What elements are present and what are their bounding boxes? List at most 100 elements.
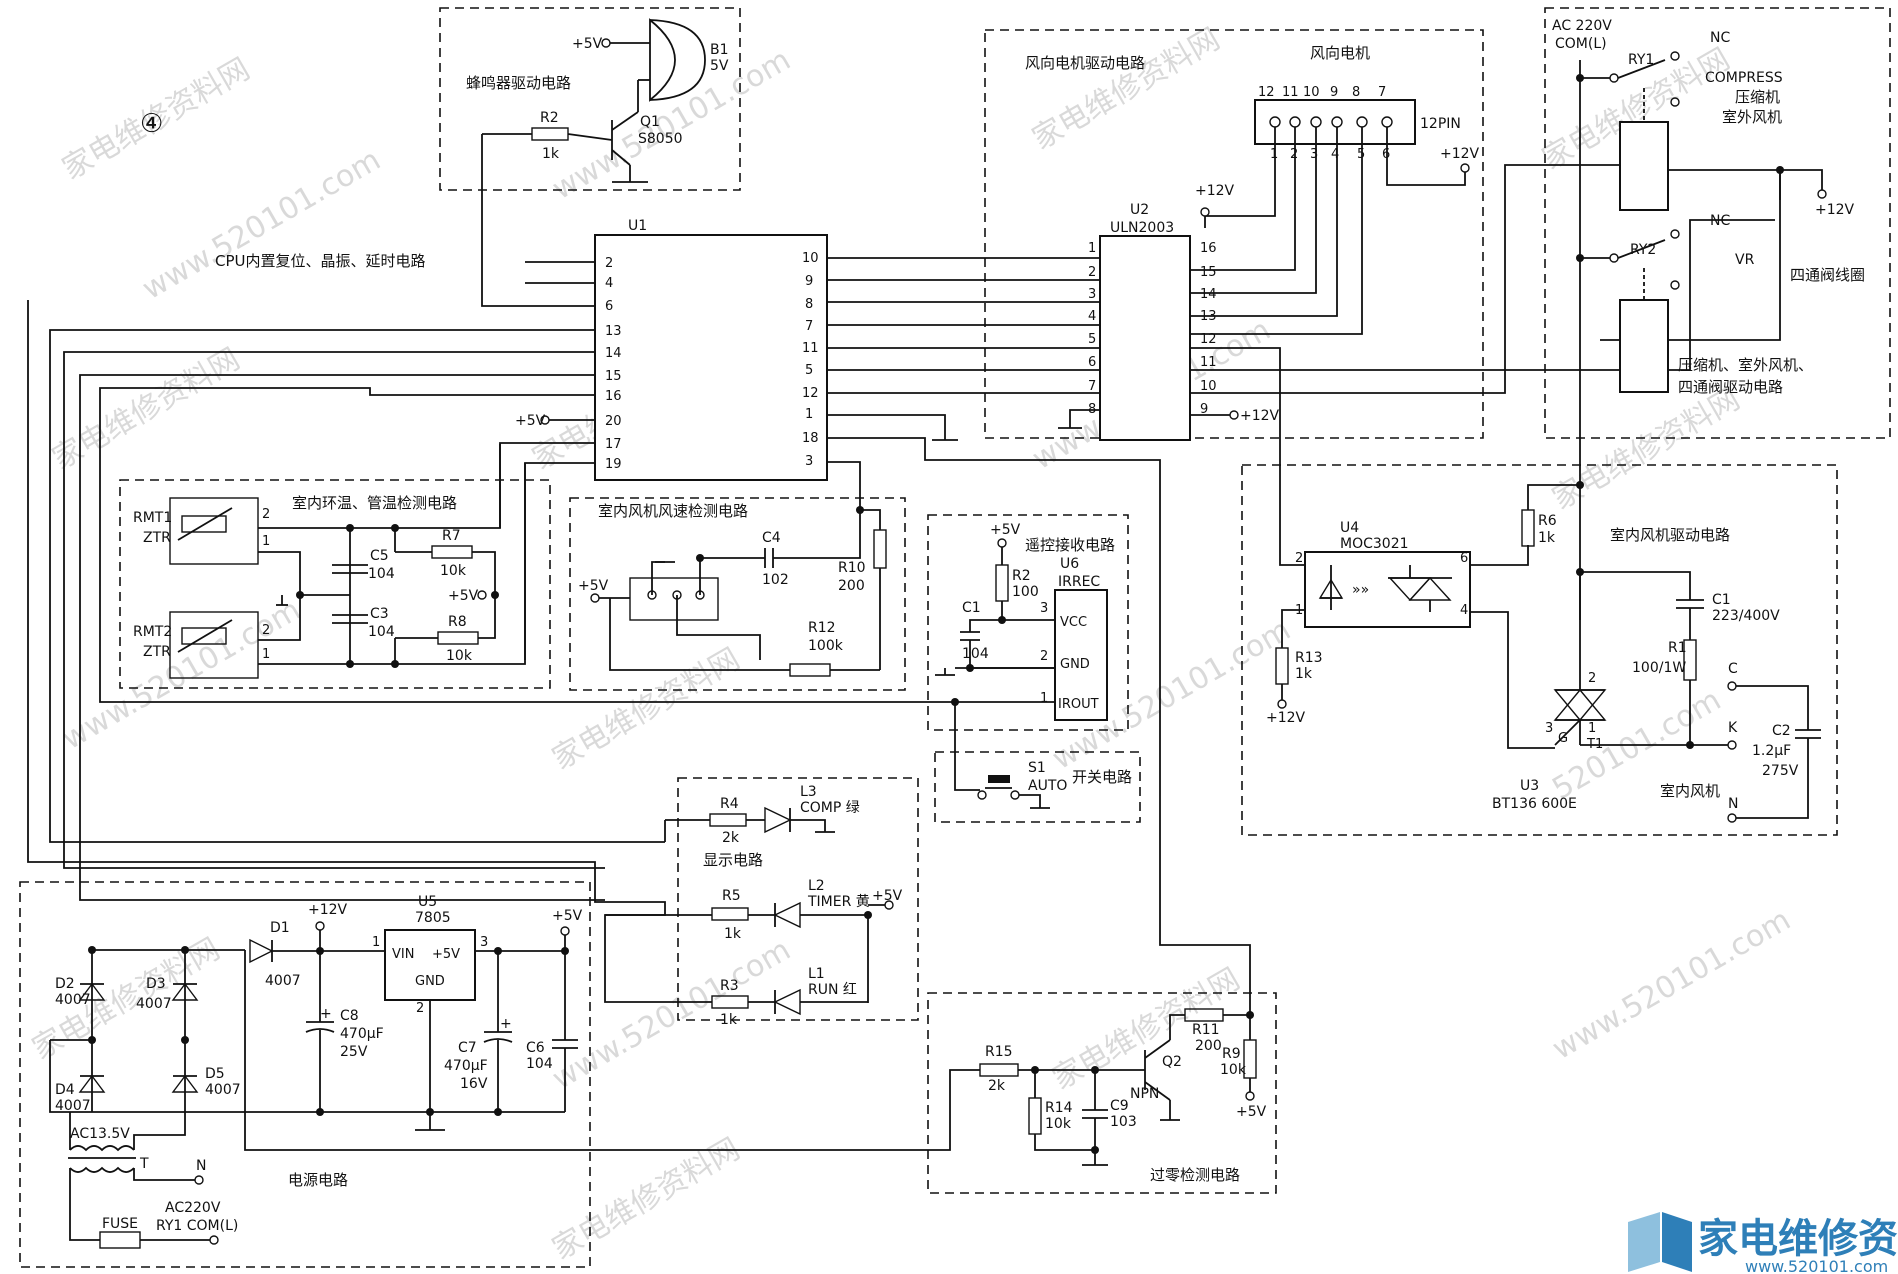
buzzer-section: 蜂鸣器驱动电路 +5V B1 5V Q1 S8050 R2 1k bbox=[439, 7, 741, 307]
buzzer-icon bbox=[649, 19, 706, 101]
svg-text:4: 4 bbox=[1331, 147, 1339, 162]
svg-text:+5V: +5V bbox=[1236, 1104, 1267, 1120]
transformer-primary bbox=[69, 1166, 135, 1173]
svg-text:+12V: +12V bbox=[1266, 710, 1306, 726]
transformer-secondary bbox=[69, 1145, 135, 1152]
svg-text:10: 10 bbox=[1200, 379, 1217, 394]
svg-text:13: 13 bbox=[605, 324, 622, 339]
svg-text:11: 11 bbox=[1200, 355, 1217, 370]
power-section: 电源电路 D2 4007 D3 4007 D4 4007 D5 4007 AC1… bbox=[19, 881, 980, 1268]
s1-value: AUTO bbox=[1028, 778, 1067, 794]
svg-text:+5V: +5V bbox=[552, 908, 583, 924]
watermark: www.520101.com bbox=[57, 592, 307, 757]
u2-ref: U2 bbox=[1130, 202, 1149, 218]
cpu-title: CPU内置复位、晶振、延时电路 bbox=[215, 252, 426, 270]
display-title: 显示电路 bbox=[703, 851, 763, 869]
book-icon bbox=[1628, 1212, 1660, 1272]
indoor-fan-label: 室内风机 bbox=[1660, 782, 1720, 800]
display-section: 显示电路 R4 2k L3 COMP 绿 +5V R5 1k L2 TIMER … bbox=[605, 777, 919, 1028]
c3-ref: C3 bbox=[370, 606, 389, 622]
logo-url: www.520101.com bbox=[1745, 1257, 1888, 1274]
svg-text:+5V: +5V bbox=[515, 413, 546, 429]
c7-ref: C7 bbox=[458, 1040, 477, 1056]
c1-value: 223/400V bbox=[1712, 608, 1780, 624]
q2-ref: Q2 bbox=[1162, 1054, 1182, 1070]
watermark: 家电维修资料网 bbox=[1547, 382, 1746, 517]
indoor-temp-section: 室内环温、管温检测电路 RMT1 ZTR RMT2 ZTR 2 1 2 1 C5… bbox=[119, 444, 551, 689]
l2-ref: L2 bbox=[808, 878, 825, 894]
switch-button[interactable] bbox=[988, 775, 1010, 783]
fan-speed-box bbox=[569, 497, 906, 691]
indoor-fan-section: 室内风机驱动电路 U4 MOC3021 2 1 6 4 »» +12V R13 … bbox=[1241, 464, 1838, 836]
ir-receive-section: 遥控接收电路 +5V R2 100 C1 104 U6 IRREC 3 2 1 … bbox=[927, 514, 1129, 791]
svg-text:2: 2 bbox=[262, 623, 270, 638]
relay-title-line1: 压缩机、室外风机、 bbox=[1678, 356, 1813, 374]
svg-text:12: 12 bbox=[1200, 332, 1217, 347]
buzzer-icon bbox=[649, 18, 676, 102]
zero-cross-title: 过零检测电路 bbox=[1150, 1166, 1240, 1184]
c1-ref: C1 bbox=[1712, 592, 1731, 608]
svg-text:C: C bbox=[1728, 661, 1738, 677]
r4-resistor bbox=[709, 813, 747, 827]
u1-mcu: U1 2 4 6 13 14 15 16 20 17 19 10 9 8 7 1… bbox=[515, 218, 828, 481]
u6-ref: U6 bbox=[1060, 556, 1079, 572]
r13-value: 1k bbox=[1295, 666, 1313, 682]
transformer-ref: T bbox=[139, 1156, 149, 1172]
svg-text:13: 13 bbox=[1200, 309, 1217, 324]
svg-text:4: 4 bbox=[1460, 603, 1468, 618]
svg-text:4: 4 bbox=[1088, 309, 1096, 324]
r2-value: 1k bbox=[542, 146, 560, 162]
b1-ref: B1 bbox=[710, 42, 729, 58]
supply-terminal bbox=[601, 38, 611, 48]
svg-text:+: + bbox=[320, 1006, 332, 1022]
q2-value: NPN bbox=[1130, 1086, 1159, 1102]
svg-text:+5V: +5V bbox=[872, 888, 903, 904]
svg-text:20: 20 bbox=[605, 414, 622, 429]
r15-value: 2k bbox=[988, 1078, 1006, 1094]
c1b-value: 104 bbox=[962, 646, 989, 662]
wind-motor-box bbox=[984, 29, 1484, 439]
svg-text:+12V: +12V bbox=[308, 902, 348, 918]
r8-value: 10k bbox=[446, 648, 473, 664]
svg-text:17: 17 bbox=[605, 437, 622, 452]
relay-section: AC 220V COM(L) RY1 NC COMPRESS 压缩机 室外风机 … bbox=[1544, 7, 1891, 620]
svg-text:+5V: +5V bbox=[432, 947, 460, 962]
r9-ref: R9 bbox=[1222, 1046, 1241, 1062]
svg-text:2: 2 bbox=[605, 256, 613, 271]
svg-text:NC: NC bbox=[1710, 30, 1730, 46]
led-l1-icon bbox=[773, 988, 801, 1016]
svg-text:VIN: VIN bbox=[392, 947, 414, 962]
r9-value: 10k bbox=[1220, 1062, 1247, 1078]
indoor-fan-box bbox=[1241, 464, 1838, 836]
rmt2-sensor bbox=[169, 611, 259, 679]
r11-value: 200 bbox=[1195, 1038, 1222, 1054]
c8-voltage: 25V bbox=[340, 1044, 368, 1060]
l3-value: COMP 绿 bbox=[800, 800, 860, 816]
svg-text:+12V: +12V bbox=[1440, 146, 1480, 162]
connector-label: 12PIN bbox=[1420, 116, 1461, 132]
svg-text:1: 1 bbox=[1588, 721, 1596, 736]
d2-value: 4007 bbox=[55, 992, 91, 1008]
svg-text:VR: VR bbox=[1735, 252, 1755, 268]
relay-title: 压缩机、室外风机、 bbox=[1678, 356, 1813, 374]
svg-text:1: 1 bbox=[372, 935, 380, 950]
svg-text:AC 220V: AC 220V bbox=[1552, 18, 1612, 34]
svg-text:+5V: +5V bbox=[578, 578, 609, 594]
svg-text:8: 8 bbox=[805, 297, 813, 312]
svg-text:+12V: +12V bbox=[1240, 408, 1280, 424]
switch-title: 开关电路 bbox=[1072, 768, 1132, 786]
fan-speed-section: 室内风机风速检测电路 +5V C4 102 R10 200 R12 100k bbox=[569, 497, 906, 691]
svg-text:2: 2 bbox=[1295, 551, 1303, 566]
r5-ref: R5 bbox=[722, 888, 741, 904]
d5-value: 4007 bbox=[205, 1082, 241, 1098]
svg-text:1: 1 bbox=[262, 647, 270, 662]
transformer-voltage: AC13.5V bbox=[70, 1126, 130, 1142]
c6-ref: C6 bbox=[526, 1040, 545, 1056]
svg-text:GND: GND bbox=[1060, 657, 1090, 672]
r11-ref: R11 bbox=[1192, 1022, 1220, 1038]
c1b-ref: C1 bbox=[962, 600, 981, 616]
svg-text:N: N bbox=[1728, 796, 1738, 812]
svg-text:15: 15 bbox=[1200, 265, 1217, 280]
svg-text:COMPRESS: COMPRESS bbox=[1705, 70, 1783, 86]
svg-text:2: 2 bbox=[1088, 265, 1096, 280]
